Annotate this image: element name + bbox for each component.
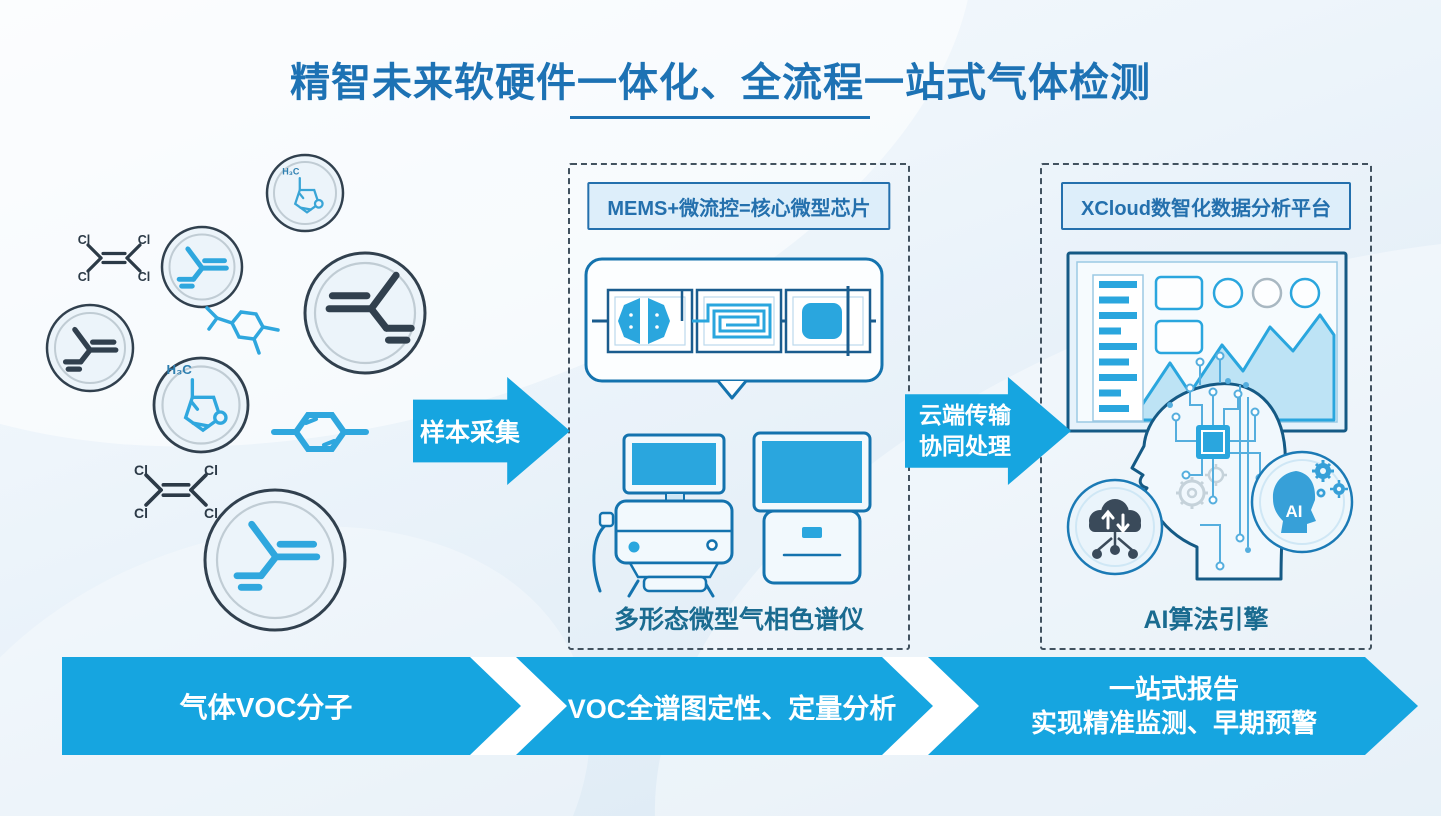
banner-step-3-label-1: 一站式报告 [1108,673,1239,704]
cl-label: Cl [204,505,218,521]
cloud-compute-badge [1066,478,1164,576]
molecule-circle-methylfuran-small: H₃C [265,153,345,233]
circuit-traces [1175,359,1261,563]
xcloud-tag-label: XCloud数智化数据分析平台 [1081,197,1331,220]
cl-label: Cl [138,233,151,247]
gc-caption: 多形态微型气相色谱仪 [613,606,864,634]
dashboard-gauge [1212,277,1244,309]
cl-label: Cl [78,270,91,284]
ai-badge: AI [1250,450,1354,554]
chip-module-column [692,288,783,354]
benchtop-gc [592,433,734,598]
cl-label: Cl [134,462,148,478]
molecule-tetrachloroethylene: Cl Cl Cl Cl [78,233,151,284]
xcloud-tag: XCloud数智化数据分析平台 [1061,182,1351,230]
chip-diagram [584,257,884,400]
chip-module-detector [784,286,872,356]
dashboard-list-panel [1092,274,1144,422]
molecule-circle-isoprene-dark-small [45,303,135,393]
ai-caption: AI算法引擎 [1143,606,1269,634]
gc-panel: MEMS+微流控=核心微型芯片 [568,163,910,650]
banner-step-voc-analysis: VOC全谱图定性、定量分析 [562,657,902,755]
cl-label: Cl [134,505,148,521]
molecule-tetrachloroethylene: Cl Cl Cl Cl [134,462,218,521]
sample-collection-label: 样本采集 [420,419,521,447]
molecule-circle-methylfuran-large: H₃C [152,356,250,454]
banner-step-3-label-2: 实现精准监测、早期预警 [1030,708,1317,738]
ai-head-icon: AI [1272,460,1348,533]
banner-step-2-label: VOC全谱图定性、定量分析 [567,693,897,724]
gear-icon [1312,460,1348,498]
banner-step-report: 一站式报告 实现精准监测、早期预警 [978,657,1370,755]
voc-molecules-illustration: H₃C Cl Cl Cl Cl [45,153,427,632]
methyl-label: H₃C [282,166,300,176]
dashboard-gauge [1289,277,1321,309]
dashboard-card [1154,319,1204,355]
mems-chip-tag: MEMS+微流控=核心微型芯片 [587,182,891,230]
molecule-circle-isoprene-dark-large [303,251,427,375]
ai-badge-label: AI [1286,502,1303,521]
chip-icon [1196,425,1230,459]
dashboard-gauge [1251,277,1283,309]
gc-instruments-illustration [592,431,872,598]
cl-label: Cl [138,270,151,284]
ai-head-illustration: AI [1066,351,1354,581]
banner-step-1-label: 气体VOC分子 [179,692,353,723]
banner-band [62,657,1418,755]
cloud-transfer-label-1: 云端传输 [919,401,1011,428]
molecule-circle-isoprene-blue [160,225,244,309]
gear-icon [1176,464,1227,509]
dashboard-card [1154,275,1204,311]
xcloud-panel: XCloud数智化数据分析平台 [1040,163,1372,650]
chip-module-injector [606,288,694,354]
molecule-xylene [271,412,369,452]
mems-chip-tag-label: MEMS+微流控=核心微型芯片 [607,197,871,220]
dashboard-illustration [1066,251,1348,433]
page-title: 精智未来软硬件一体化、全流程一站式气体检测 [290,61,1151,105]
circuit-dots [1167,378,1251,553]
cloud-sync-icon [1089,499,1141,559]
molecule-cymene [205,306,280,355]
process-banner: 气体VOC分子 VOC全谱图定性、定量分析 一站式报告 实现精准监测、早期预警 [62,657,1418,755]
cloud-transfer-label-2: 协同处理 [919,433,1011,459]
portable-gc [752,431,872,585]
banner-step-voc-molecules: 气体VOC分子 [62,657,470,755]
cl-label: Cl [204,462,218,478]
methyl-label: H₃C [167,362,193,377]
molecule-circle-isoprene-blue-large [203,488,347,632]
cl-label: Cl [78,233,91,247]
title-underline [570,116,870,119]
